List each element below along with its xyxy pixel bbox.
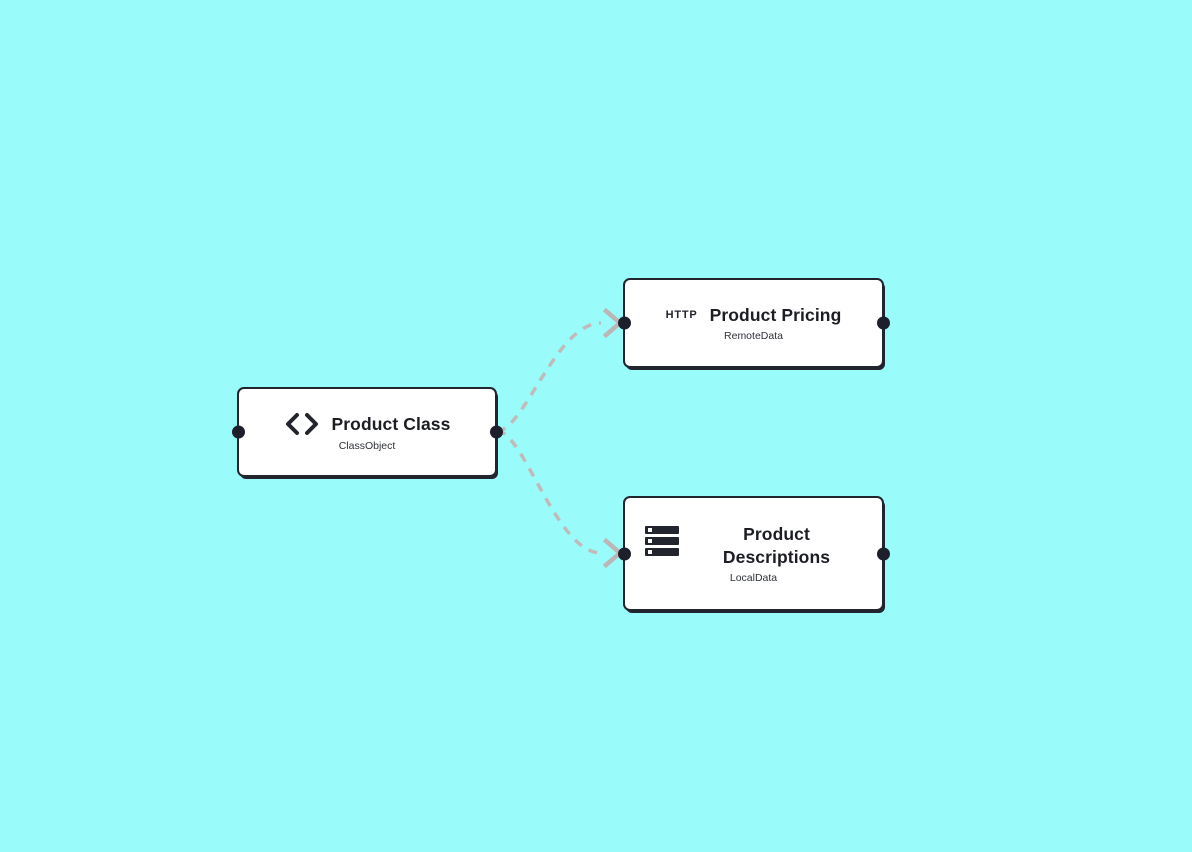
- node-head: HTTP Product Pricing: [645, 304, 862, 326]
- node-head: Product Descriptions: [645, 523, 862, 568]
- node-title: Product Class: [331, 413, 451, 434]
- edge-class-to-pricing[interactable]: [496, 321, 602, 433]
- list-rows-icon: [645, 526, 679, 557]
- node-title: Product Descriptions: [722, 524, 831, 567]
- port-input-product-class[interactable]: [231, 425, 245, 439]
- node-head: Product Class: [259, 412, 475, 436]
- node-product-class[interactable]: Product Class ClassObject: [231, 387, 503, 477]
- node-subtitle: LocalData: [729, 571, 778, 584]
- node-title: Product Pricing: [709, 304, 842, 325]
- port-output-product-pricing[interactable]: [876, 316, 890, 330]
- port-output-product-descriptions[interactable]: [876, 547, 890, 560]
- node-subtitle: ClassObject: [338, 440, 396, 452]
- edge-class-to-descriptions[interactable]: [496, 429, 602, 555]
- port-output-product-class[interactable]: [489, 425, 503, 439]
- node-product-descriptions[interactable]: Product Descriptions LocalData: [617, 496, 890, 611]
- node-subtitle: RemoteData: [724, 330, 783, 343]
- port-input-product-descriptions[interactable]: [617, 547, 631, 560]
- code-brackets-icon: [284, 412, 320, 436]
- node-product-pricing[interactable]: HTTP Product Pricing RemoteData: [617, 278, 890, 368]
- port-input-product-pricing[interactable]: [617, 316, 631, 330]
- http-icon: HTTP: [665, 308, 698, 321]
